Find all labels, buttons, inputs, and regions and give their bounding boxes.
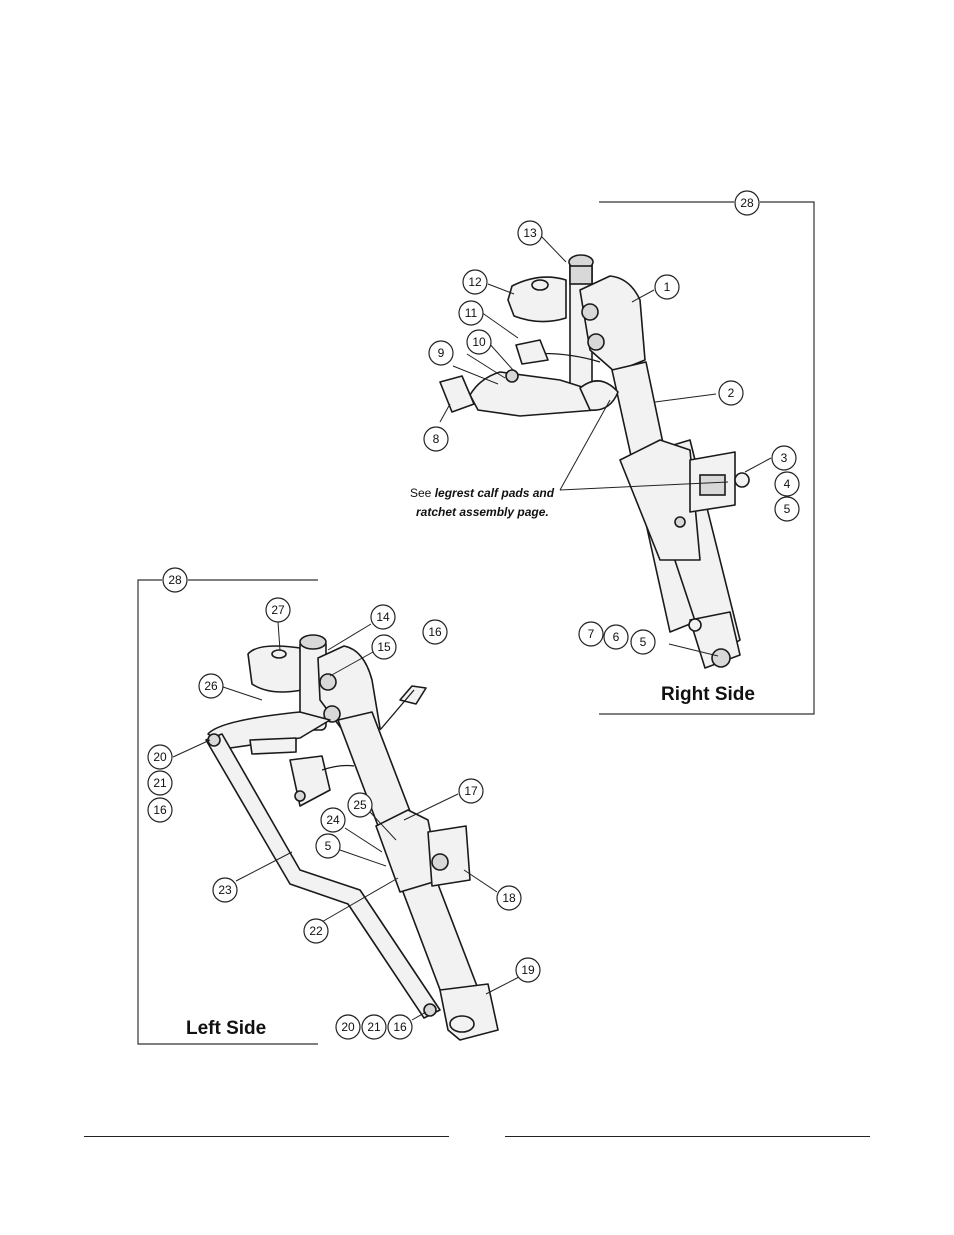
left-leader-lines <box>172 621 520 1021</box>
svg-text:20: 20 <box>153 750 167 764</box>
svg-text:9: 9 <box>438 346 445 360</box>
callout-11: 11 <box>458 300 484 326</box>
svg-text:16: 16 <box>428 625 442 639</box>
callout-21-left: 21 <box>147 770 173 796</box>
svg-text:20: 20 <box>341 1020 355 1034</box>
svg-text:17: 17 <box>464 784 478 798</box>
callout-10: 10 <box>466 329 492 355</box>
svg-text:2: 2 <box>728 386 735 400</box>
svg-text:7: 7 <box>588 627 595 641</box>
right-callouts: 13 12 11 10 9 8 1 2 3 4 5 7 6 5 <box>423 220 800 655</box>
callout-18: 18 <box>496 885 522 911</box>
right-leader-lines <box>439 235 772 657</box>
callout-13: 13 <box>517 220 543 246</box>
left-callouts: 27 14 16 15 26 20 21 16 17 25 24 5 23 18… <box>147 597 541 1040</box>
svg-text:3: 3 <box>781 451 788 465</box>
callout-left-28: 28 <box>162 567 188 593</box>
svg-text:16: 16 <box>393 1020 407 1034</box>
left-side-frame <box>137 579 318 1045</box>
note-line2: ratchet assembly page. <box>416 505 549 519</box>
svg-text:22: 22 <box>309 924 323 938</box>
svg-text:24: 24 <box>326 813 340 827</box>
svg-text:See legrest calf pads and: See legrest calf pads and <box>410 486 555 500</box>
callout-16-bottom: 16 <box>387 1014 413 1040</box>
svg-text:1: 1 <box>664 280 671 294</box>
svg-text:6: 6 <box>613 630 620 644</box>
svg-text:12: 12 <box>468 275 482 289</box>
svg-text:23: 23 <box>218 883 232 897</box>
callout-14: 14 <box>370 604 396 630</box>
callout-5-right: 5 <box>774 496 800 522</box>
callout-21-bottom: 21 <box>361 1014 387 1040</box>
left-side-label: Left Side <box>186 1018 266 1039</box>
callout-19: 19 <box>515 957 541 983</box>
svg-text:13: 13 <box>523 226 537 240</box>
svg-text:26: 26 <box>204 679 218 693</box>
svg-text:11: 11 <box>465 306 478 320</box>
svg-text:4: 4 <box>784 477 791 491</box>
callout-1: 1 <box>654 274 680 300</box>
svg-text:5: 5 <box>784 502 791 516</box>
right-note: See legrest calf pads and ratchet assemb… <box>410 486 555 519</box>
svg-text:15: 15 <box>377 640 391 654</box>
callout-right-28: 28 <box>734 190 760 216</box>
note-emphasis: legrest calf pads and <box>435 486 555 500</box>
footer-rule-right <box>505 1136 870 1137</box>
callout-2: 2 <box>718 380 744 406</box>
callout-3: 3 <box>771 445 797 471</box>
right-legrest-illustration <box>439 254 750 669</box>
callout-16-top: 16 <box>422 619 448 645</box>
svg-text:8: 8 <box>433 432 440 446</box>
callout-22: 22 <box>303 918 329 944</box>
left-legrest-illustration <box>205 634 499 1041</box>
footer-rule-left <box>84 1136 449 1137</box>
callout-20-bottom: 20 <box>335 1014 361 1040</box>
callout-23: 23 <box>212 877 238 903</box>
callout-9: 9 <box>428 340 454 366</box>
callout-15: 15 <box>371 634 397 660</box>
svg-text:19: 19 <box>521 963 535 977</box>
callout-5-right-lower: 5 <box>630 629 656 655</box>
svg-text:21: 21 <box>367 1020 381 1034</box>
callout-7: 7 <box>578 621 604 647</box>
callout-17: 17 <box>458 778 484 804</box>
callout-8: 8 <box>423 426 449 452</box>
svg-text:14: 14 <box>376 610 390 624</box>
callout-24: 24 <box>320 807 346 833</box>
svg-text:27: 27 <box>271 603 285 617</box>
right-side-frame <box>599 201 815 715</box>
note-prefix: See <box>410 486 435 500</box>
callout-16-left: 16 <box>147 797 173 823</box>
svg-text:21: 21 <box>153 776 167 790</box>
callout-4: 4 <box>774 471 800 497</box>
callout-5-left: 5 <box>315 833 341 859</box>
callout-6: 6 <box>603 624 629 650</box>
svg-text:25: 25 <box>353 798 367 812</box>
svg-text:28: 28 <box>740 196 754 210</box>
callout-12: 12 <box>462 269 488 295</box>
svg-text:18: 18 <box>502 891 516 905</box>
right-side-label: Right Side <box>661 684 755 705</box>
callout-27: 27 <box>265 597 291 623</box>
callout-20-left: 20 <box>147 744 173 770</box>
callout-26: 26 <box>198 673 224 699</box>
svg-text:28: 28 <box>168 573 182 587</box>
callout-25: 25 <box>347 792 373 818</box>
svg-text:10: 10 <box>472 335 486 349</box>
svg-text:5: 5 <box>325 839 332 853</box>
svg-text:5: 5 <box>640 635 647 649</box>
svg-text:16: 16 <box>153 803 167 817</box>
